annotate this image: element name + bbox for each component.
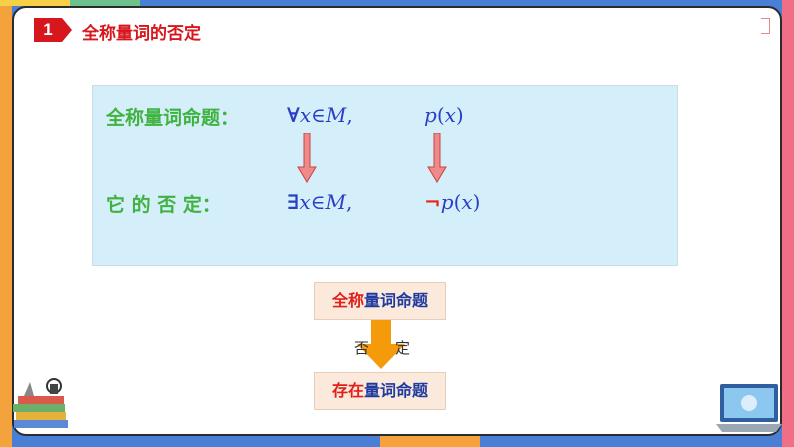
universal-proposition-label: 全称量词命题：	[106, 107, 240, 129]
exists-symbol: ∃	[287, 190, 300, 214]
bg-stripe-pink	[782, 0, 794, 447]
section-title: 全称量词的否定	[82, 24, 201, 44]
existential-proposition-box: 存在量词命题	[314, 372, 446, 410]
negation-arrow-left-icon	[297, 133, 317, 183]
member-of-symbol: ∈	[310, 190, 326, 214]
predicate-arg: x	[461, 190, 473, 214]
laptop-icon	[716, 384, 782, 432]
definition-panel	[92, 85, 678, 266]
separator-comma: ,	[346, 103, 353, 127]
negated-predicate-expression: ¬p(x)	[424, 190, 480, 214]
paren-close: )	[472, 190, 481, 214]
forall-symbol: ∀	[287, 103, 300, 127]
bg-stripe-orange	[0, 0, 12, 447]
existential-quantifier-expression: ∃x∈M,	[287, 190, 352, 214]
negation-label-left: 否	[354, 339, 370, 357]
variable-x: x	[299, 103, 312, 127]
not-symbol: ¬	[424, 190, 441, 214]
bg-stripe-yellow	[0, 0, 70, 6]
member-of-symbol: ∈	[311, 103, 326, 127]
universal-proposition-box: 全称量词命题	[314, 282, 446, 320]
bg-stripe-green	[70, 0, 140, 6]
set-m: M	[325, 103, 347, 127]
corner-mark	[761, 18, 770, 34]
separator-comma: ,	[345, 190, 353, 214]
section-number-badge: 1	[34, 18, 62, 42]
negation-arrow-right-icon	[427, 133, 447, 183]
predicate-p: p	[440, 190, 454, 214]
predicate-p: p	[424, 103, 437, 127]
universal-quantifier-expression: ∀x∈M,	[287, 103, 353, 127]
predicate-arg: x	[444, 103, 456, 127]
universal-keyword: 全称	[331, 291, 364, 310]
negation-flow-arrow-icon	[357, 320, 405, 369]
existential-keyword: 存在	[331, 381, 364, 400]
negation-label-right: 定	[395, 339, 411, 357]
bg-stripe-bottom	[380, 436, 480, 447]
books-stack-icon	[13, 378, 68, 428]
quantifier-proposition-text: 量词命题	[364, 381, 429, 400]
set-m: M	[325, 190, 346, 214]
quantifier-proposition-text: 量词命题	[364, 291, 429, 310]
variable-x: x	[299, 190, 311, 214]
predicate-expression: p(x)	[424, 103, 464, 127]
paren-close: )	[455, 103, 464, 127]
paren-open: (	[436, 103, 445, 127]
negation-label: 它 的 否 定：	[106, 194, 221, 216]
paren-open: (	[453, 190, 462, 214]
badge-arrow-tip	[62, 18, 72, 42]
